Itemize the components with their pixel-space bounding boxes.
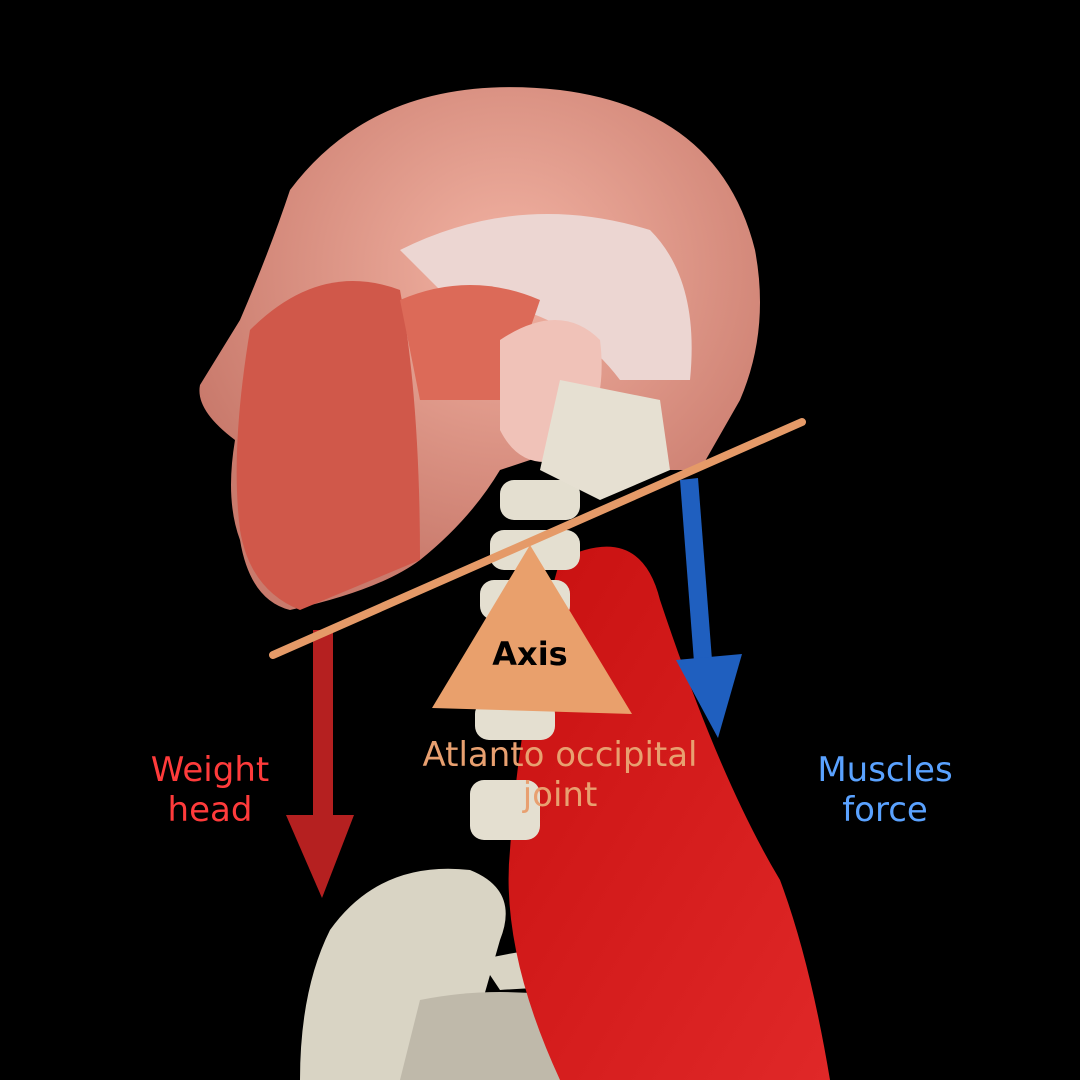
jaw-bone <box>540 380 670 500</box>
muscles-force-label-line2: force <box>842 790 928 830</box>
axis-label: Axis <box>492 635 568 673</box>
atlanto-occipital-joint-label: Atlanto occipital joint <box>400 735 720 815</box>
lever-bar <box>269 418 806 659</box>
muscles-force-arrow <box>676 478 742 738</box>
muscles-force-label-line1: Muscles <box>817 750 953 790</box>
muscles-force-label: Muscles force <box>800 750 970 830</box>
weight-head-arrow <box>286 630 354 898</box>
scalp-aponeurosis <box>400 214 692 380</box>
weight-head-label: Weight head <box>140 750 280 830</box>
weight-head-label-line1: Weight <box>150 750 270 790</box>
joint-label-line1: Atlanto occipital <box>422 735 698 775</box>
axis-triangle <box>432 545 632 714</box>
joint-label-line2: joint <box>522 775 598 815</box>
face-muscles <box>236 281 420 610</box>
weight-head-label-line2: head <box>167 790 253 830</box>
